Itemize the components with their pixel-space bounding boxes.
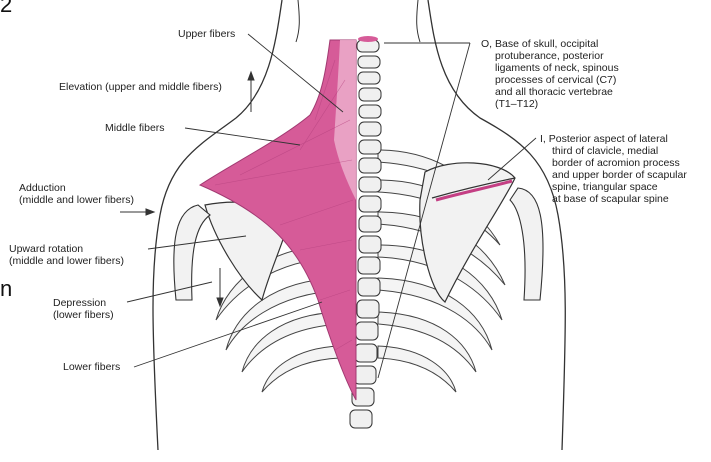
label-origin-line: ligaments of neck, spinous xyxy=(495,62,619,74)
body-outline xyxy=(152,0,566,451)
scapular-spine-right xyxy=(431,177,516,199)
neck-outline xyxy=(295,0,421,43)
edge-character-top: 2 xyxy=(0,0,13,17)
label-upward-rotation-line: (middle and lower fibers) xyxy=(9,255,124,267)
label-origin-line: (T1–T12) xyxy=(495,98,539,110)
label-adduction-line: Adduction xyxy=(19,182,66,194)
edge-character-left: n xyxy=(0,276,13,301)
label-depression-line: (lower fibers) xyxy=(53,309,114,321)
label-origin-line: protuberance, posterior xyxy=(495,50,604,62)
label-upward-rotation-line: Upward rotation xyxy=(9,243,84,255)
humerus-right xyxy=(509,187,544,301)
label-insertion-line: at base of scapular spine xyxy=(552,193,669,205)
label-middle-fibers: Middle fibers xyxy=(105,122,165,134)
label-depression: Depression (lower fibers) xyxy=(53,297,114,321)
label-elevation: Elevation (upper and middle fibers) xyxy=(59,81,222,93)
label-origin-line: processes of cervical (C7) xyxy=(495,74,617,86)
label-insertion-line: and upper border of scapular xyxy=(552,169,687,181)
label-insertion-line: spine, triangular space xyxy=(552,181,658,193)
leader-lines xyxy=(126,33,537,379)
vertebral-column xyxy=(349,39,382,429)
humerus-left xyxy=(173,204,211,301)
label-depression-line: Depression xyxy=(53,297,107,309)
label-upper-fibers: Upper fibers xyxy=(178,28,236,40)
label-origin: O, Base of skull, occipital protuberance… xyxy=(481,38,619,110)
label-insertion-line: third of clavicle, medial xyxy=(552,145,659,157)
label-insertion-line: I, Posterior aspect of lateral xyxy=(540,133,668,145)
label-insertion-line: border of acromion process xyxy=(552,157,680,169)
label-upward-rotation: Upward rotation (middle and lower fibers… xyxy=(9,243,124,267)
label-lower-fibers: Lower fibers xyxy=(63,361,121,373)
insertion-mark xyxy=(435,179,513,202)
label-adduction-line: (middle and lower fibers) xyxy=(19,194,134,206)
label-adduction: Adduction (middle and lower fibers) xyxy=(19,182,134,206)
label-origin-line: and all thoracic vertebrae xyxy=(495,86,613,98)
arrows xyxy=(120,70,255,308)
trapezius-muscle xyxy=(198,39,357,401)
label-origin-line: O, Base of skull, occipital xyxy=(481,38,599,50)
muscle-fiber-lines xyxy=(214,59,354,351)
label-insertion: I, Posterior aspect of lateral third of … xyxy=(540,133,687,205)
origin-mark xyxy=(358,36,378,42)
